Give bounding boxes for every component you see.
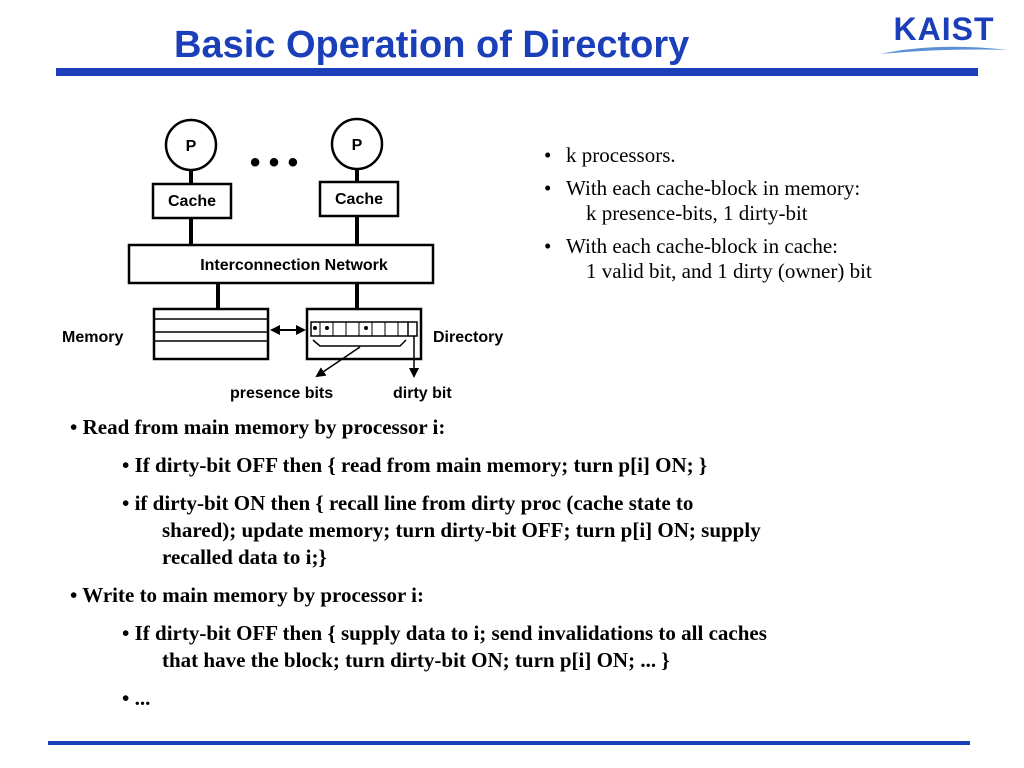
cache-left-box bbox=[151, 182, 233, 220]
bullet-marker: • bbox=[544, 176, 552, 200]
write-more-ellipsis: • ... bbox=[122, 686, 151, 710]
read-dirty-off-rule: • If dirty-bit OFF then { read from main… bbox=[122, 453, 708, 477]
main-bullet-list: • Read from main memory by processor i: … bbox=[70, 414, 970, 723]
read-dirty-on-line1: • if dirty-bit ON then { recall line fro… bbox=[122, 491, 694, 515]
presence-bit-set bbox=[325, 326, 329, 330]
presence-bits-brace bbox=[312, 339, 407, 347]
directory-label: Directory bbox=[433, 329, 503, 346]
memory-label: Memory bbox=[62, 329, 123, 346]
write-dirty-off-rule: • If dirty-bit OFF then { supply data to… bbox=[70, 620, 970, 674]
bullet-k-processors: • k processors. bbox=[544, 143, 1004, 168]
bullet-marker: • bbox=[544, 143, 552, 167]
write-dirty-off-line1: • If dirty-bit OFF then { supply data to… bbox=[122, 621, 767, 645]
footer-rule bbox=[48, 741, 970, 745]
cache-left-label: Cache bbox=[168, 193, 216, 210]
ellipsis-dots: • • • bbox=[250, 146, 298, 179]
bullet-text: With each cache-block in cache: bbox=[566, 234, 838, 258]
slide-title: Basic Operation of Directory bbox=[174, 24, 690, 66]
kaist-logo-swoosh bbox=[880, 46, 1008, 54]
read-heading: • Read from main memory by processor i: bbox=[70, 415, 446, 439]
memory-box bbox=[152, 307, 270, 361]
read-dirty-on-line3: recalled data to i;} bbox=[162, 545, 327, 569]
title-underline bbox=[56, 68, 978, 76]
write-dirty-off-line2: that have the block; turn dirty-bit ON; … bbox=[162, 648, 670, 672]
bullet-marker: • bbox=[544, 234, 552, 258]
presence-bits-pointer bbox=[315, 346, 361, 378]
right-bullet-list: • k processors. • With each cache-block … bbox=[544, 143, 1004, 292]
interconnection-network-label: Interconnection Network bbox=[200, 257, 388, 274]
processor-right-label: P bbox=[352, 137, 363, 154]
read-dirty-on-line2: shared); update memory; turn dirty-bit O… bbox=[162, 518, 761, 542]
cache-right-box bbox=[318, 180, 400, 218]
bullet-text: k processors. bbox=[566, 143, 676, 167]
write-heading: • Write to main memory by processor i: bbox=[70, 583, 424, 607]
bullet-text: With each cache-block in memory: bbox=[566, 176, 861, 200]
interconnection-network-box bbox=[127, 243, 435, 285]
read-dirty-on-rule: • if dirty-bit ON then { recall line fro… bbox=[70, 490, 970, 571]
kaist-logo: KAIST bbox=[880, 11, 1008, 54]
bullet-cache-block: • With each cache-block in cache: 1 vali… bbox=[544, 234, 1004, 284]
directory-bit-cells bbox=[319, 322, 409, 336]
cache-right-label: Cache bbox=[335, 191, 383, 208]
presence-bits-label: presence bits bbox=[230, 385, 333, 402]
kaist-logo-text: KAIST bbox=[894, 11, 995, 47]
dirty-bit-label: dirty bit bbox=[393, 385, 452, 402]
bullet-subtext: k presence-bits, 1 dirty-bit bbox=[586, 201, 808, 225]
bullet-subtext: 1 valid bit, and 1 dirty (owner) bit bbox=[586, 259, 872, 283]
presence-bit-set bbox=[364, 326, 368, 330]
directory-entry-row bbox=[310, 321, 418, 337]
presence-bit-set bbox=[313, 326, 317, 330]
processor-left-label: P bbox=[186, 138, 197, 155]
bullet-memory-block: • With each cache-block in memory: k pre… bbox=[544, 176, 1004, 226]
